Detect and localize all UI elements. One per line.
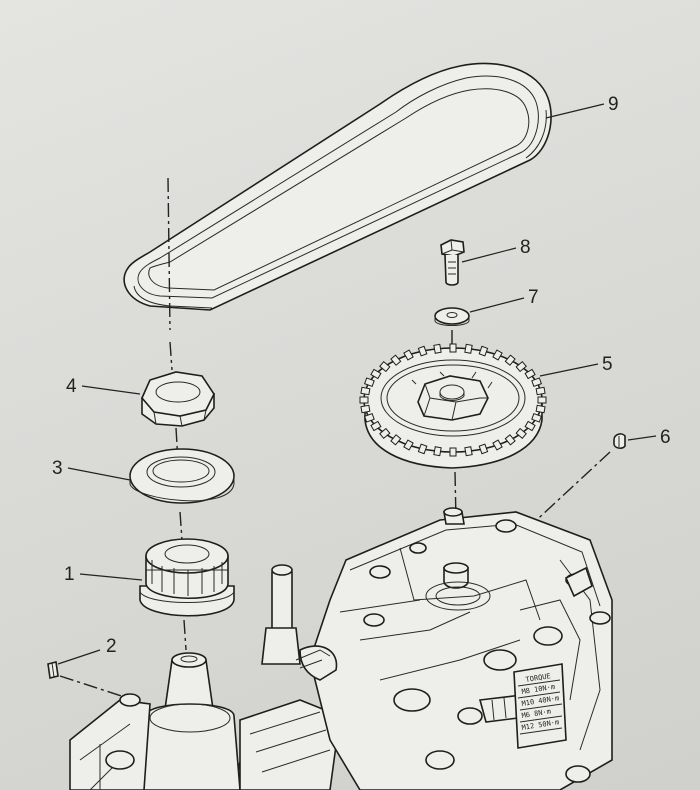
crank-washer: [129, 448, 235, 504]
decal-text-1: TORQUE: [525, 672, 551, 684]
sprocket-tooth: [360, 386, 371, 396]
sprocket-tooth: [531, 412, 543, 423]
callout-6: 6: [660, 427, 671, 448]
callout-labels: 9 8 7 5 6 4 3 1 2: [52, 94, 671, 657]
sprocket-tooth: [492, 349, 503, 361]
callout-7: 7: [528, 287, 539, 308]
callout-leaders: [57, 103, 657, 665]
sprocket-tooth: [504, 354, 516, 366]
bolt: [440, 239, 465, 286]
sprocket-tooth: [417, 443, 428, 455]
sprocket-tooth: [433, 343, 442, 354]
sprocket-tooth: [370, 420, 382, 432]
cam-sprocket: [359, 343, 547, 469]
callout-2: 2: [106, 636, 117, 657]
sprocket-tooth: [360, 404, 371, 414]
sprocket-tooth: [403, 439, 414, 451]
sprocket-tooth: [379, 361, 391, 373]
sprocket-tooth: [492, 439, 503, 451]
sprocket-tooth: [531, 377, 543, 388]
callout-3: 3: [52, 458, 63, 479]
sprocket-tooth: [524, 420, 536, 432]
engine-block: TORQUE M8 10N·m M10 40N·m M6 8N·m M12 50…: [69, 507, 613, 790]
sprocket-tooth: [433, 446, 442, 457]
washer: [434, 307, 470, 326]
key-centerline: [527, 451, 611, 529]
crank-nut: [141, 371, 215, 427]
sprocket-tooth: [515, 427, 527, 439]
callout-9: 9: [608, 94, 619, 115]
sprocket-tooth: [379, 427, 391, 439]
sprocket-tooth: [370, 368, 382, 380]
sprocket-tooth: [478, 345, 489, 357]
sprocket-tooth: [449, 343, 457, 353]
sprocket-tooth: [515, 361, 527, 373]
sprocket-tooth: [535, 386, 546, 396]
timing-belt: [123, 62, 552, 311]
sprocket-tooth: [363, 412, 375, 423]
left-centerline: [167, 177, 187, 651]
sprocket-tooth: [464, 343, 473, 354]
sprocket-tooth: [524, 368, 536, 380]
crank-key: [47, 661, 59, 679]
sprocket-tooth: [390, 434, 402, 446]
crank-sprocket: [139, 538, 235, 617]
sprocket-tooth: [478, 443, 489, 455]
woodruff-key: [613, 433, 626, 449]
sprocket-tooth: [403, 349, 414, 361]
sprocket-tooth: [504, 434, 516, 446]
sprocket-tooth: [449, 447, 457, 457]
callout-1: 1: [64, 564, 75, 585]
callout-4: 4: [66, 376, 77, 397]
sprocket-tooth: [390, 354, 402, 366]
sprocket-tooth: [359, 396, 369, 404]
sprocket-tooth: [537, 396, 547, 404]
sprocket-tooth: [535, 404, 546, 414]
sprocket-tooth: [417, 345, 428, 357]
sprocket-tooth: [464, 446, 473, 457]
sprocket-tooth: [363, 377, 375, 388]
callout-5: 5: [602, 354, 613, 375]
callout-8: 8: [520, 237, 531, 258]
